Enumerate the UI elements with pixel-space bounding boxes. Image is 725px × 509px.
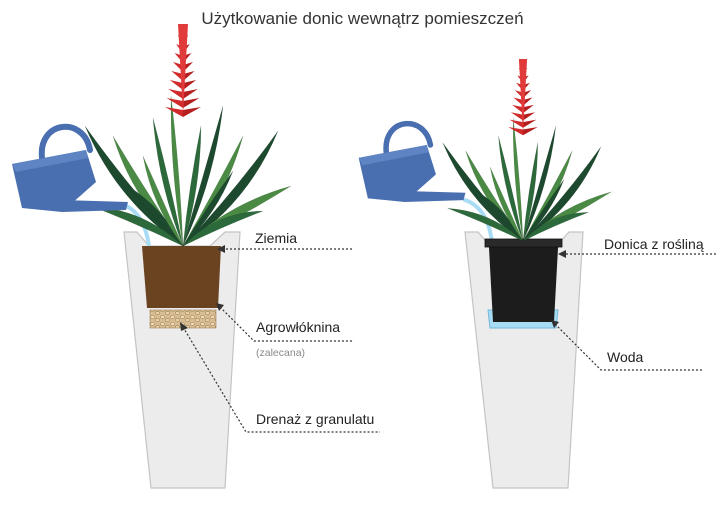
right-leader-water [554, 323, 702, 371]
label-drainage: Drenaż z granulatu [256, 411, 375, 427]
left-diagram [12, 24, 380, 489]
left-leader-drainage [182, 326, 380, 433]
left-arrow-fleece [216, 303, 224, 311]
right-plant [442, 58, 612, 242]
label-soil: Ziemia [255, 230, 298, 246]
leaf [522, 126, 557, 242]
right-arrow-water [551, 320, 559, 328]
label-fleece-note: (zalecana) [256, 347, 306, 359]
flower-bracts [165, 24, 201, 117]
leaf [152, 117, 184, 247]
right-watering-can-icon [358, 120, 466, 202]
leaf [512, 117, 524, 242]
leaf [498, 135, 524, 242]
leaf [522, 142, 539, 242]
leaf [182, 125, 202, 247]
can-handle [38, 123, 93, 161]
left-plant [84, 24, 292, 247]
flower-bracts [508, 58, 538, 136]
leaf [522, 179, 565, 242]
label-water: Woda [607, 349, 644, 365]
left-arrow-drainage [180, 322, 188, 331]
left-soil [142, 246, 221, 308]
can-highlight [12, 150, 88, 172]
right-arrow-inner-pot [558, 250, 566, 258]
label-fleece: Agrowłóknina [256, 319, 341, 335]
left-leader-fleece [219, 306, 354, 342]
leaf [182, 170, 234, 247]
leaf [170, 95, 184, 247]
leaf [522, 146, 602, 242]
can-handle [383, 120, 434, 156]
leaf [142, 155, 184, 247]
leaf [182, 210, 264, 247]
leaf [447, 207, 524, 242]
left-arrow-soil [217, 245, 225, 253]
leaf [522, 212, 589, 242]
leaf [489, 167, 524, 242]
leaf [182, 105, 224, 247]
leaf [182, 130, 279, 247]
can-spout [62, 200, 128, 212]
can-highlight [358, 144, 429, 166]
can-spout [404, 190, 466, 202]
right-inner-pot [487, 240, 560, 322]
left-watering-can-icon [12, 123, 128, 212]
right-diagram [358, 58, 718, 489]
diagram-title: Użytkowanie donic wewnątrz pomieszczeń [201, 9, 524, 28]
label-inner-pot: Donica z rośliną [604, 236, 704, 252]
